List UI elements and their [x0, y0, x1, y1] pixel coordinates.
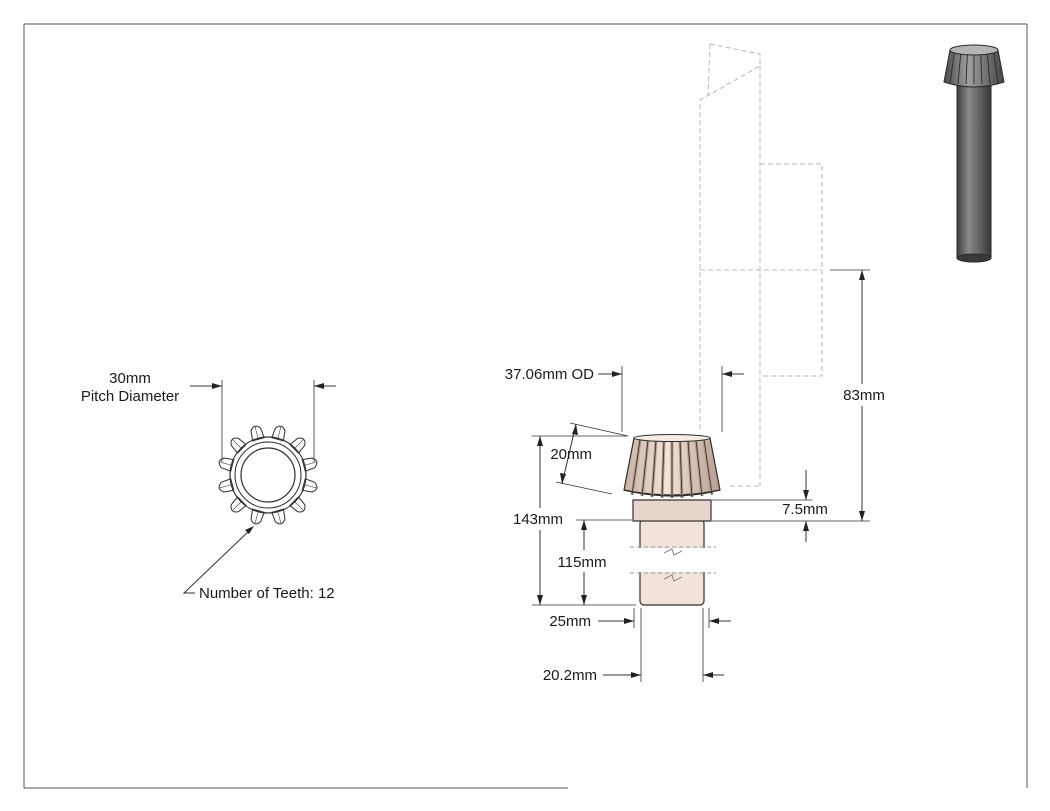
shaft-length-dimension: 115mm [558, 519, 632, 605]
bevel-gear-side-view [623, 434, 721, 498]
shaft-diameter-dimension: 20.2mm [543, 608, 724, 684]
gear-end-view-icon [218, 425, 318, 525]
gear-tooth [230, 437, 247, 454]
overall-length-label: 143mm [513, 511, 563, 528]
mounting-distance-dimension: 83mm [712, 269, 885, 522]
pitch-diameter-caption: Pitch Diameter [81, 388, 179, 405]
outer-diameter-label: 37.06mm OD [505, 366, 594, 383]
face-width-label: 20mm [550, 446, 592, 463]
drawing-frame [23, 23, 1028, 789]
bore-circle [240, 447, 296, 503]
hub-length-label: 7.5mm [782, 501, 828, 518]
number-of-teeth-label: Number of Teeth: 12 [199, 585, 335, 602]
face-width-dimension: 20mm [550, 422, 629, 495]
gear-tooth [271, 508, 286, 525]
hub-body [632, 499, 712, 522]
overall-length-dimension: 143mm [513, 435, 636, 606]
pitch-diameter-dimension: 30mm Pitch Diameter [81, 370, 336, 462]
gear-tooth [289, 496, 306, 513]
shaft-length-label: 115mm [558, 554, 607, 571]
mating-gear-outline [699, 43, 823, 487]
outer-diameter-dimension: 37.06mm OD [505, 366, 744, 432]
hub-diameter-label: 25mm [549, 613, 591, 630]
hub-length-dimension: 7.5mm [712, 470, 828, 542]
shaft-diameter-label: 20.2mm [543, 667, 597, 684]
inner-rim [234, 441, 302, 509]
gear-tooth [289, 437, 306, 454]
mounting-distance-label: 83mm [843, 387, 885, 404]
bevel-gear-teeth [630, 439, 714, 498]
pinion-shaft [630, 499, 716, 606]
gear-tooth [230, 496, 247, 513]
root-circle [229, 436, 307, 514]
pitch-diameter-value: 30mm [109, 370, 151, 387]
hub-diameter-dimension: 25mm [549, 608, 731, 630]
isometric-gear-shaft-icon [943, 44, 1005, 263]
teeth-count-leader: Number of Teeth: 12 [182, 526, 335, 602]
